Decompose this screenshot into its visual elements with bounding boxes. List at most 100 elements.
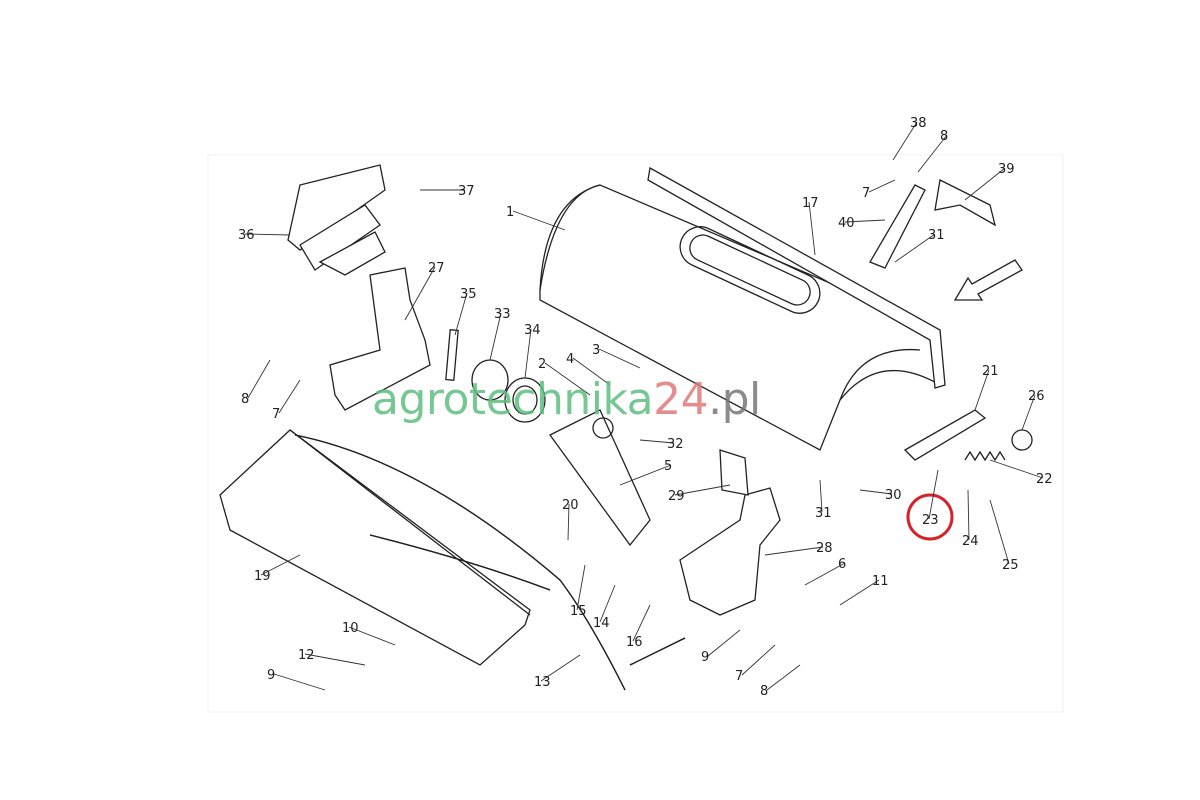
leader-line <box>808 201 816 256</box>
part-label-31: 31 <box>815 506 832 521</box>
part-label-36: 36 <box>238 228 255 243</box>
part-label-9: 9 <box>701 650 709 665</box>
leader-line <box>989 499 1010 565</box>
part-label-35: 35 <box>460 287 477 302</box>
leader-line <box>619 464 672 486</box>
leader-line <box>572 357 611 386</box>
part-label-31: 31 <box>928 228 945 243</box>
part-label-11: 11 <box>872 574 889 589</box>
highlight-circle <box>906 493 954 541</box>
part-label-10: 10 <box>342 621 359 636</box>
leader-line <box>598 348 641 369</box>
leader-line <box>273 673 326 691</box>
part-label-23: 23 <box>922 513 939 528</box>
part-label-8: 8 <box>940 129 948 144</box>
part-label-7: 7 <box>862 186 870 201</box>
leader-line <box>766 664 801 691</box>
part-label-28: 28 <box>816 541 833 556</box>
spring-22 <box>964 450 1006 462</box>
part-label-38: 38 <box>910 116 927 131</box>
leader-line <box>974 369 990 411</box>
link-21 <box>903 409 987 461</box>
watermark-brand: agrotechnika <box>372 374 654 425</box>
part-label-27: 27 <box>428 261 445 276</box>
diagram-frame <box>207 154 1064 713</box>
part-label-34: 34 <box>524 323 541 338</box>
part-label-40: 40 <box>838 216 855 231</box>
bracket-27 <box>329 267 431 411</box>
part-label-15: 15 <box>570 604 587 619</box>
leader-line <box>741 644 776 676</box>
knob-26 <box>1011 429 1033 451</box>
leader-line <box>707 629 741 657</box>
leader-line <box>512 210 566 231</box>
leader-line <box>674 484 731 496</box>
part-label-37: 37 <box>458 184 475 199</box>
leader-line <box>894 233 936 263</box>
leader-line <box>928 469 939 520</box>
leader-line <box>247 359 271 399</box>
leader-line <box>404 266 436 321</box>
part-label-7: 7 <box>272 407 280 422</box>
leader-line <box>917 134 948 173</box>
part-label-6: 6 <box>838 557 846 572</box>
leader-line <box>964 167 1006 201</box>
part-label-8: 8 <box>760 684 768 699</box>
plate-39 <box>934 179 997 227</box>
leader-line <box>454 292 468 336</box>
arm-5 <box>549 409 651 547</box>
leader-line <box>989 459 1044 479</box>
leader-line <box>304 653 366 666</box>
leader-line <box>599 584 616 623</box>
part-label-7: 7 <box>735 669 743 684</box>
part-label-2: 2 <box>538 357 546 372</box>
part-label-24: 24 <box>962 534 979 549</box>
leader-line <box>839 579 880 606</box>
leader-line <box>868 179 896 193</box>
part-label-3: 3 <box>592 343 600 358</box>
part-label-29: 29 <box>668 489 685 504</box>
plate-19 <box>219 429 531 666</box>
leader-line <box>639 439 675 444</box>
part-label-33: 33 <box>494 307 511 322</box>
leader-line <box>804 562 846 586</box>
leader-line <box>859 489 893 495</box>
watermark-tld: .pl <box>708 374 761 425</box>
part-label-12: 12 <box>298 648 315 663</box>
part-label-17: 17 <box>802 196 819 211</box>
roller-drum <box>539 184 941 451</box>
part-label-14: 14 <box>593 616 610 631</box>
leader-line <box>489 312 502 361</box>
part-label-8: 8 <box>241 392 249 407</box>
leader-line <box>544 362 591 396</box>
part-label-30: 30 <box>885 488 902 503</box>
leader-line <box>576 564 586 611</box>
scraper-plate <box>647 166 946 389</box>
part-label-20: 20 <box>562 498 579 513</box>
part-label-13: 13 <box>534 675 551 690</box>
part-label-9: 9 <box>267 668 275 683</box>
watermark: agrotechnika24.pl <box>372 378 761 422</box>
part-label-39: 39 <box>998 162 1015 177</box>
part-label-32: 32 <box>667 437 684 452</box>
part-label-21: 21 <box>982 364 999 379</box>
part-label-25: 25 <box>1002 558 1019 573</box>
bracket-29 <box>719 449 749 496</box>
leader-line <box>260 554 301 576</box>
part-label-22: 22 <box>1036 472 1053 487</box>
leader-line <box>632 604 651 642</box>
bracket-36 <box>287 164 386 276</box>
leader-line <box>764 546 824 556</box>
bracket-28 <box>679 487 781 616</box>
leader-line <box>524 328 532 379</box>
leader-line <box>348 626 396 646</box>
leader-line <box>244 233 291 236</box>
part-label-1: 1 <box>506 205 514 220</box>
leader-line <box>819 479 823 513</box>
part-label-19: 19 <box>254 569 271 584</box>
watermark-number: 24 <box>653 374 709 425</box>
leader-line <box>892 121 918 161</box>
direction-arrow-icon <box>953 259 1023 301</box>
part-label-16: 16 <box>626 635 643 650</box>
